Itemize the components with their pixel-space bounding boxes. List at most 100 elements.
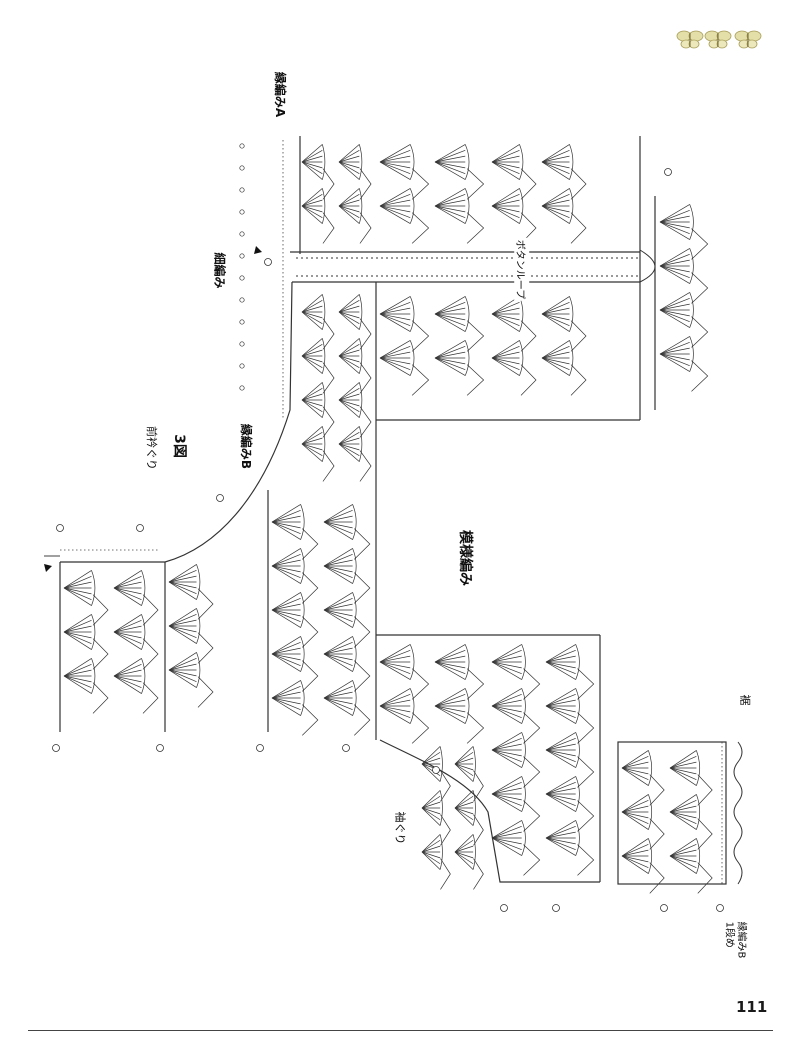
shell-stitch: [669, 750, 701, 786]
row-markers: [52, 168, 724, 912]
v-stitch: [570, 212, 587, 244]
v-stitch: [577, 712, 595, 744]
butterfly-icon: [734, 30, 762, 49]
v-stitch: [691, 228, 709, 260]
shell-stitch: [541, 144, 574, 180]
label-button-loop: ボタンループ: [514, 237, 530, 302]
v-stitch: [353, 660, 371, 692]
shell-stitch: [621, 794, 653, 830]
v-stitch: [92, 594, 109, 626]
v-stitch: [523, 712, 541, 744]
v-stitch: [570, 320, 587, 352]
v-stitch: [359, 168, 372, 200]
v-stitch: [322, 362, 335, 394]
v-stitch: [466, 212, 485, 244]
row-marker: [500, 904, 508, 912]
label-fine-edge: 細編み: [212, 252, 227, 289]
shell-stitch: [491, 144, 524, 180]
page-number: 111: [736, 998, 768, 1016]
picot-stitch: [239, 363, 245, 369]
shell-stitch: [541, 296, 574, 332]
shell-stitch: [434, 188, 470, 224]
shell-stitch: [491, 296, 524, 332]
v-stitch: [523, 756, 541, 788]
label-edge-b-row1: 縁編みB 1段め: [722, 922, 746, 959]
v-stitch: [359, 406, 372, 438]
shell-stitch: [421, 746, 443, 782]
v-stitch: [411, 320, 430, 352]
picot-stitch: [239, 385, 245, 391]
shell-stitch: [454, 746, 476, 782]
picot-stitch: [239, 341, 245, 347]
picot-stitch: [239, 231, 245, 237]
row-marker: [256, 744, 264, 752]
v-stitch: [322, 212, 335, 244]
v-stitch: [523, 844, 541, 876]
shell-stitch: [338, 382, 363, 418]
label-figure: 3図: [170, 434, 187, 458]
shell-stitch: [659, 248, 694, 284]
shell-stitch: [63, 570, 96, 606]
v-stitch: [411, 712, 430, 744]
shell-stitch: [271, 592, 305, 628]
shell-stitch: [491, 644, 526, 680]
v-stitch: [577, 668, 595, 700]
shell-stitch: [379, 188, 415, 224]
shell-stitch: [113, 570, 146, 606]
v-stitch: [697, 862, 713, 894]
shell-stitch: [338, 338, 363, 374]
v-stitch: [197, 632, 214, 664]
shell-stitch: [454, 790, 476, 826]
v-stitch: [691, 360, 709, 392]
shell-stitch: [301, 382, 326, 418]
v-stitch: [691, 272, 709, 304]
v-stitch: [322, 318, 335, 350]
v-stitch: [301, 528, 319, 560]
row-marker: [432, 766, 440, 774]
label-edge-a: 縁編みA: [273, 71, 288, 118]
v-stitch: [697, 818, 713, 850]
v-stitch: [359, 362, 372, 394]
shell-stitch: [301, 188, 326, 224]
v-stitch: [473, 770, 484, 802]
shell-stitch: [338, 188, 363, 224]
v-stitch: [440, 814, 451, 846]
row-marker: [216, 494, 224, 502]
shell-stitch: [434, 296, 470, 332]
stitch-chart: [63, 143, 713, 894]
v-stitch: [353, 572, 371, 604]
shell-stitch: [541, 340, 574, 376]
bottom-rule: [28, 1030, 773, 1031]
shell-stitch: [168, 564, 201, 600]
shell-stitch: [545, 688, 580, 724]
shell-stitch: [301, 144, 326, 180]
label-hem: 裾: [738, 694, 752, 706]
label-edge-b-row1-line1: 縁編みB: [735, 921, 747, 959]
shell-stitch: [338, 144, 363, 180]
v-stitch: [301, 616, 319, 648]
v-stitch: [577, 800, 595, 832]
row-marker: [664, 168, 672, 176]
v-stitch: [466, 320, 485, 352]
label-front-neck: 前衿ぐり: [145, 426, 158, 470]
v-stitch: [301, 660, 319, 692]
v-stitch: [577, 844, 595, 876]
shell-stitch: [323, 636, 357, 672]
v-stitch: [359, 212, 372, 244]
v-stitch: [322, 450, 335, 482]
hem-edging: [733, 741, 743, 885]
shell-stitch: [491, 820, 526, 856]
v-stitch: [322, 168, 335, 200]
v-stitch: [353, 528, 371, 560]
butterfly-icon: [676, 30, 704, 49]
v-stitch: [440, 858, 451, 890]
v-stitch: [649, 774, 665, 806]
shell-stitch: [323, 680, 357, 716]
v-stitch: [466, 364, 485, 396]
row-marker: [342, 744, 350, 752]
v-stitch: [353, 616, 371, 648]
v-stitch: [570, 364, 587, 396]
v-stitch: [142, 638, 159, 670]
shell-stitch: [659, 292, 694, 328]
